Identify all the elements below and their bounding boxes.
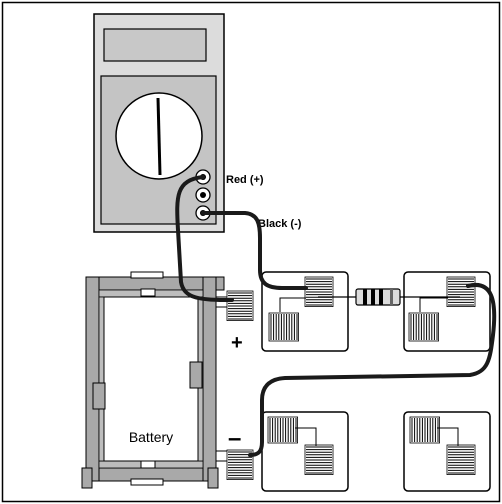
return-wire[interactable]: [248, 282, 497, 457]
battery-holder: [81, 271, 229, 489]
black-probe-wire[interactable]: [201, 211, 308, 290]
jack-middle[interactable]: [195, 187, 211, 203]
minus-sign: –: [228, 425, 241, 452]
black-probe-label: Black (-): [258, 218, 302, 230]
red-probe-label: Red (+): [226, 174, 264, 186]
battery-label: Battery: [129, 429, 173, 445]
resistor[interactable]: [318, 288, 460, 306]
module-top-right: [403, 271, 491, 352]
battery-negative-pad: [226, 449, 254, 481]
module-top-left: [261, 271, 349, 352]
multimeter-display: [103, 28, 207, 62]
module-bottom-left: [261, 411, 349, 492]
red-probe-wire[interactable]: [175, 175, 234, 302]
battery-positive-pad: [226, 290, 254, 322]
battery-cell: [103, 296, 199, 462]
module-bottom-right: [403, 411, 491, 492]
dial-pointer: [156, 97, 162, 176]
plus-sign: +: [231, 332, 243, 354]
multimeter: [93, 13, 225, 233]
